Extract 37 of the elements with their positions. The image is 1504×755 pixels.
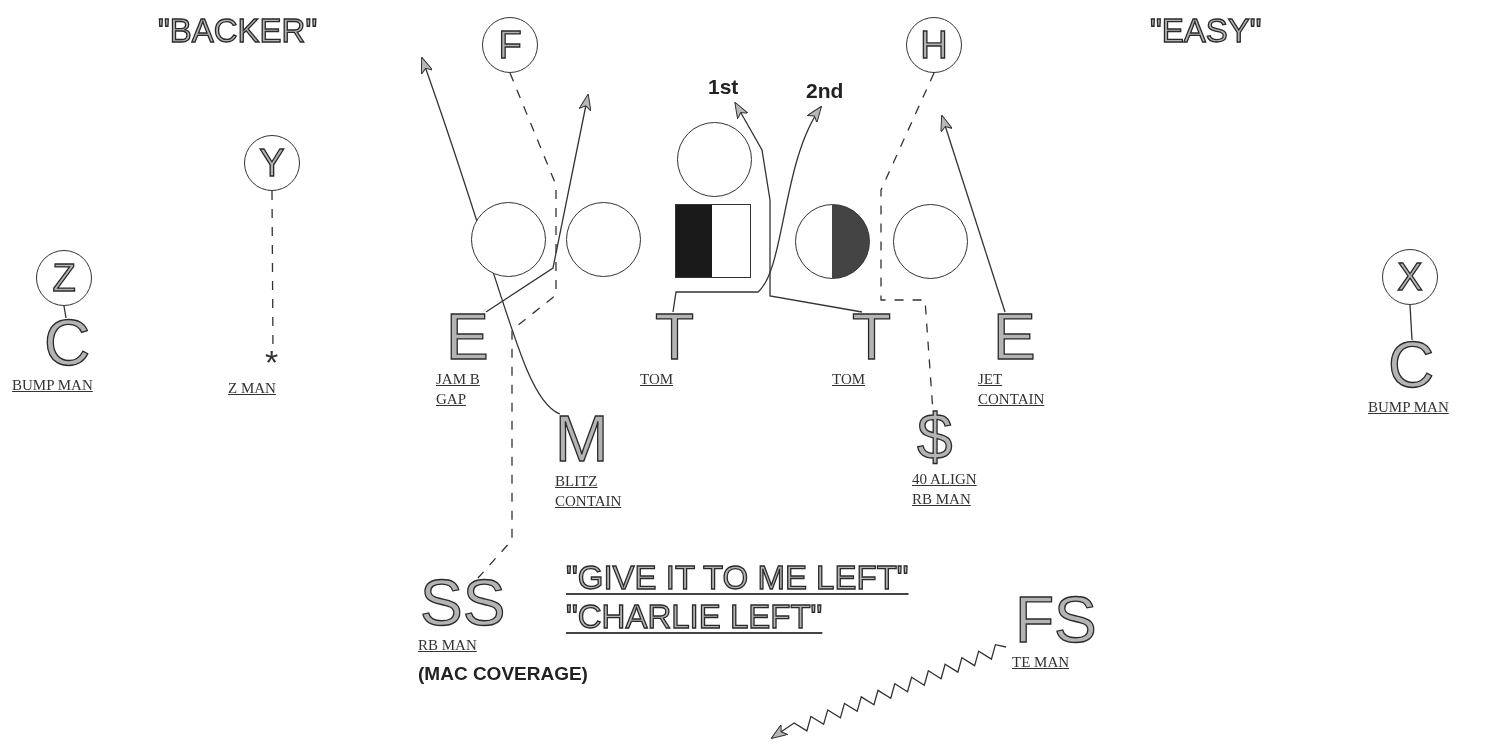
defender-letter: M xyxy=(555,414,609,466)
defender-letter: C xyxy=(1388,340,1435,392)
connector-line xyxy=(63,305,67,319)
route-arrow xyxy=(734,101,863,313)
connector-line xyxy=(1409,304,1413,341)
play-call-text: "EASY" xyxy=(1150,14,1262,47)
defender-letter: T xyxy=(655,312,695,364)
center-square xyxy=(675,204,751,278)
position-letter: H xyxy=(920,29,948,61)
defender-letter: FS xyxy=(1015,595,1097,647)
receiver-circle xyxy=(482,17,538,73)
player-mark: * xyxy=(265,352,279,373)
play-call-text: "BACKER" xyxy=(158,14,318,47)
position-letter: Z xyxy=(52,262,76,294)
route-order-label: 1st xyxy=(708,76,739,99)
defender-letter: $ xyxy=(917,412,953,464)
position-letter: F xyxy=(498,29,522,61)
receiver-circle xyxy=(906,17,962,73)
route-arrow xyxy=(672,105,822,313)
defender-letter: T xyxy=(852,312,892,364)
play-call-text: "GIVE IT TO ME LEFT" xyxy=(566,561,909,594)
defender-letter: E xyxy=(446,312,489,364)
zigzag-arrow xyxy=(770,643,1007,740)
route-arrow xyxy=(940,114,1006,313)
position-letter: X xyxy=(1397,261,1423,293)
receiver-circle xyxy=(1382,249,1438,305)
receiver-circle xyxy=(244,135,300,191)
receiver-circle xyxy=(36,250,92,306)
route-order-label: 2nd xyxy=(806,80,844,103)
lineman-circle xyxy=(471,202,546,277)
route-arrow xyxy=(485,93,592,313)
position-letter: Y xyxy=(259,147,285,179)
connector-line xyxy=(477,72,557,579)
defender-letter: E xyxy=(993,312,1036,364)
play-call-text: "CHARLIE LEFT" xyxy=(566,600,823,633)
defender-letter: C xyxy=(44,318,91,370)
defender-letter: SS xyxy=(420,578,506,630)
